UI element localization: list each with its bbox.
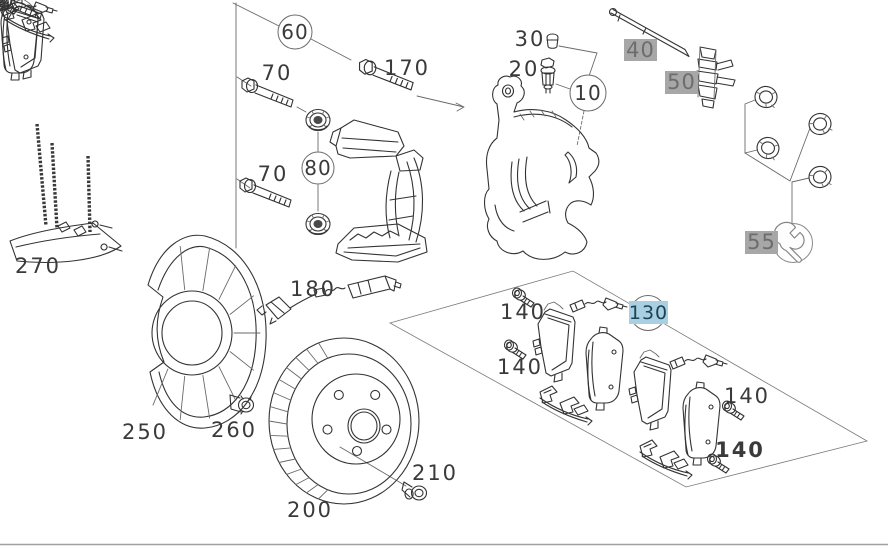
callout-210: 210 [412,461,458,485]
bolt-260 [229,394,255,415]
bleeder-valve-20 [540,57,556,94]
splash-shield-250 [147,234,267,429]
tool-box-50 [665,71,698,94]
callout-80: 80 [304,156,331,180]
seal-ring-3 [753,133,783,163]
pad-spring-clips-2 [639,439,693,480]
callout-70-upper: 70 [262,61,293,85]
callout-170: 170 [384,56,430,80]
anti-rattle-clip-50 [696,46,736,109]
callout-200: 200 [287,498,333,522]
pad-retaining-pin-40 [608,7,690,58]
callout-260: 260 [211,418,257,442]
disc-set-screw-210 [401,481,428,501]
wear-sensor-180 [256,275,402,325]
bushing-80-upper [305,108,331,132]
callout-140-2: 140 [497,355,543,379]
callout-140-3: 140 [724,384,770,408]
callout-circle-60 [277,14,313,50]
wrench-icon [773,221,805,263]
callout-140-4: 140 [715,438,765,462]
pad-sensor-cable-1 [569,297,628,313]
callout-30: 30 [515,27,546,51]
pad-spring-clips-1 [539,385,593,426]
callout-circle-80 [301,151,335,185]
harness-bracket-270 [9,123,123,263]
tool-box-55 [745,231,778,254]
brake-disc-200 [268,337,420,505]
seal-ring-1 [752,84,780,110]
brake-pad-inner-1 [585,326,624,411]
highlight-box-130 [629,301,668,324]
carrier-bracket [329,119,428,263]
pad-kit-outline [388,270,869,488]
cap-30 [546,33,559,49]
leader-lines [232,2,811,487]
callout-250: 250 [122,420,168,444]
callout-130-highlighted: 130 [629,295,668,331]
callout-20: 20 [509,57,540,81]
special-tool-55 [773,221,813,263]
callout-130: 130 [629,302,668,324]
pad-sensor-cable-2 [669,354,728,370]
tool-box-40 [624,39,657,61]
callout-circle-10 [569,74,607,112]
callout-60: 60 [281,20,308,44]
callout-50: 50 [667,70,696,94]
callout-180: 180 [290,277,336,301]
seal-ring-4 [807,164,833,190]
callout-55: 55 [747,230,776,254]
callout-10: 10 [574,81,601,105]
brake-pad-outer-2 [628,349,672,431]
callout-270: 270 [15,254,61,278]
callout-70-lower: 70 [258,162,289,186]
callout-140-1: 140 [500,300,546,324]
seal-ring-2 [806,110,834,138]
callout-40: 40 [626,38,655,62]
bushing-80-lower [305,212,331,236]
brake-caliper-10 [483,75,600,260]
